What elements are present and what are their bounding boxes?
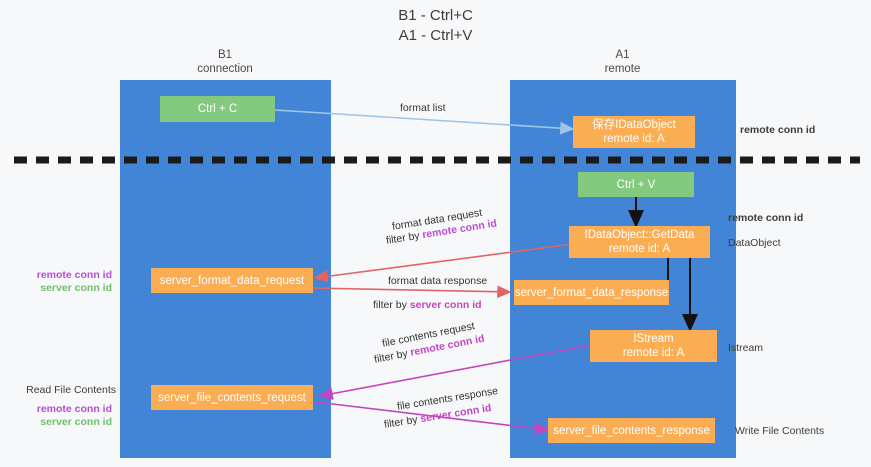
column-header-a1-role: remote xyxy=(604,63,641,75)
node-save-idataobject-line2: remote id: A xyxy=(603,133,665,145)
title-line-2: A1 - Ctrl+V xyxy=(398,27,473,44)
left-label-server-conn-id-bottom: server conn id xyxy=(40,416,112,428)
node-istream[interactable]: IStream remote id: A xyxy=(590,330,717,362)
node-istream-line2: remote id: A xyxy=(622,347,685,359)
node-ctrl-c-label: Ctrl + C xyxy=(197,103,238,115)
left-label-server-conn-id-mid: server conn id xyxy=(40,282,112,294)
node-server-format-data-response-label: server_format_data_response xyxy=(514,286,669,299)
node-server-format-data-request-label: server_format_data_request xyxy=(159,274,305,287)
node-ctrl-c[interactable]: Ctrl + C xyxy=(160,96,275,122)
node-getdata[interactable]: IDataObject::GetData remote id: A xyxy=(569,226,710,258)
node-istream-line1: IStream xyxy=(633,333,674,345)
node-server-file-contents-request[interactable]: server_file_contents_request xyxy=(151,385,313,410)
column-header-b1: B1 connection xyxy=(120,48,330,76)
edge-label-format-data-response: format data response xyxy=(388,275,488,287)
column-header-b1-name: B1 xyxy=(217,49,233,61)
right-label-write-file-contents: Write File Contents xyxy=(735,425,825,437)
right-label-remote-conn-id-top: remote conn id xyxy=(740,124,816,136)
node-server-file-contents-response-label: server_file_contents_response xyxy=(553,424,710,437)
right-label-dataobject: DataObject xyxy=(728,237,781,249)
filter-key-server-conn-id: server conn id xyxy=(409,299,482,311)
node-save-idataobject[interactable]: 保存IDataObject remote id: A xyxy=(573,116,695,148)
node-server-format-data-response[interactable]: server_format_data_response xyxy=(514,280,669,305)
node-getdata-line2: remote id: A xyxy=(608,243,671,255)
node-ctrl-v-label: Ctrl + V xyxy=(616,178,656,191)
filter-prefix: filter by xyxy=(385,229,424,247)
edge-label-format-data-response-filter: filter by server conn id xyxy=(373,298,482,312)
filter-prefix: filter by xyxy=(373,346,412,366)
column-header-a1: A1 remote xyxy=(510,48,735,76)
title-line-1: B1 - Ctrl+C xyxy=(398,7,473,24)
filter-prefix: filter by xyxy=(383,413,422,431)
node-getdata-line1: IDataObject::GetData xyxy=(584,229,695,241)
filter-prefix: filter by xyxy=(373,299,410,311)
node-save-idataobject-line1: 保存IDataObject xyxy=(592,119,676,131)
right-label-istream: Istream xyxy=(728,342,764,354)
edge-label-format-list: format list xyxy=(400,102,446,114)
diagram-title: B1 - Ctrl+C A1 - Ctrl+V xyxy=(0,6,871,46)
column-header-a1-name: A1 xyxy=(615,49,630,61)
node-server-format-data-request[interactable]: server_format_data_request xyxy=(151,268,313,293)
left-label-remote-conn-id-bottom: remote conn id xyxy=(36,403,112,415)
left-label-remote-conn-id-mid: remote conn id xyxy=(36,269,112,281)
right-label-remote-conn-id-mid: remote conn id xyxy=(728,212,804,224)
left-label-read-file-contents: Read File Contents xyxy=(26,384,116,396)
node-ctrl-v[interactable]: Ctrl + V xyxy=(578,172,694,197)
column-header-b1-role: connection xyxy=(197,63,253,75)
node-server-file-contents-response[interactable]: server_file_contents_response xyxy=(548,418,715,443)
node-server-file-contents-request-label: server_file_contents_request xyxy=(158,391,306,404)
edge-format-data-response xyxy=(311,285,512,299)
